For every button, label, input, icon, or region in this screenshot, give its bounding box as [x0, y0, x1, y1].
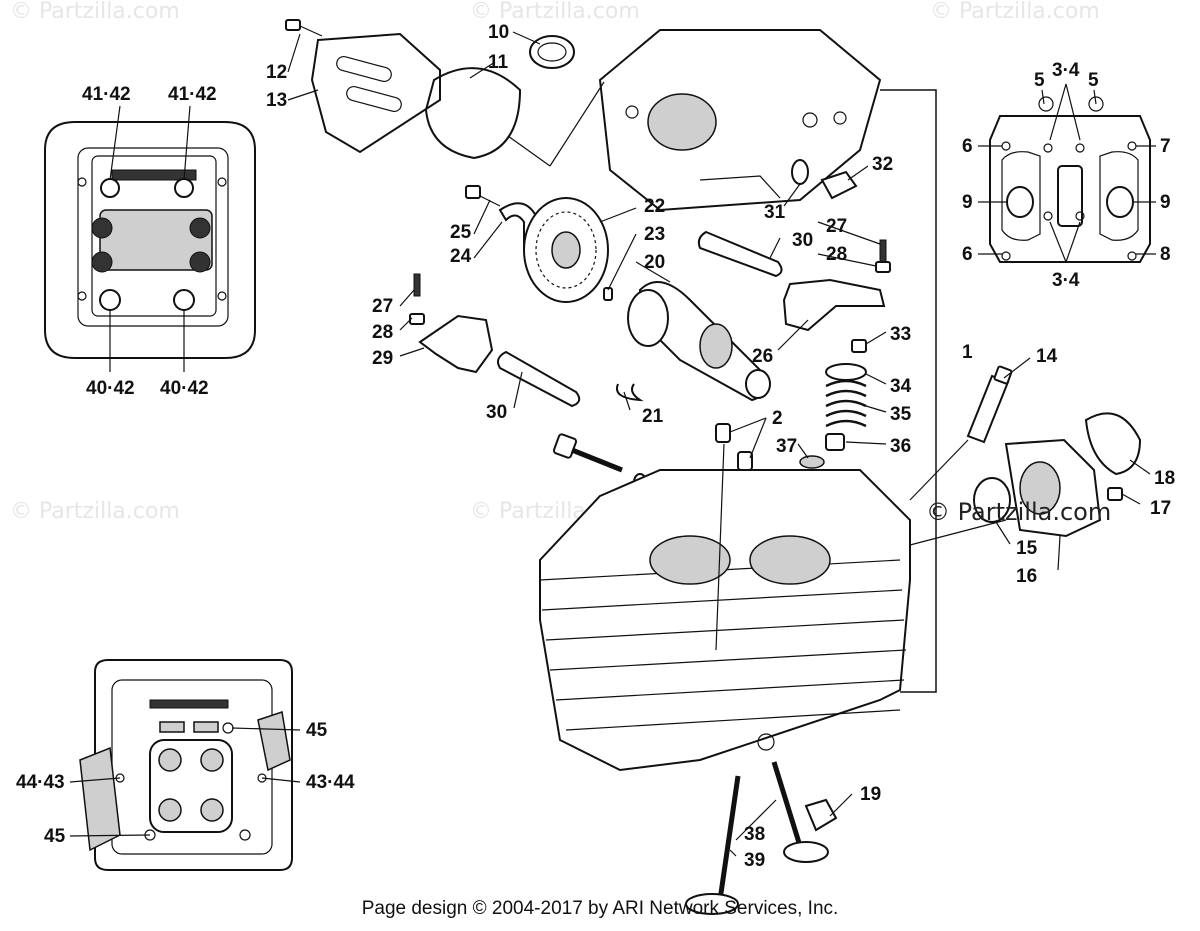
part-cam-sprocket	[523, 197, 609, 303]
inset-head-top-view	[44, 121, 256, 359]
callout-17: 17	[1150, 498, 1171, 519]
callout-6: 6	[962, 136, 973, 157]
callout-3-4: 3·4	[1052, 270, 1080, 291]
leader-lines	[69, 31, 1156, 857]
callout-9: 9	[1160, 192, 1171, 213]
callout-45: 45	[44, 826, 66, 847]
callout-24: 24	[450, 246, 472, 267]
callout-26: 26	[752, 346, 773, 367]
page-footer: Page design © 2004-2017 by ARI Network S…	[361, 898, 839, 919]
callout-21: 21	[642, 406, 664, 427]
part-valve-spring-assembly	[799, 339, 867, 469]
part-cylinder-head-cover	[598, 29, 882, 212]
part-camshaft	[627, 281, 771, 402]
part-dowel-pin	[603, 287, 613, 301]
part-intake-assembly	[973, 412, 1142, 538]
callout-11: 11	[488, 52, 509, 73]
callout-30: 30	[792, 230, 813, 251]
callout-12: 12	[266, 62, 287, 83]
callout-10: 10	[488, 22, 509, 43]
callout-41-42: 41·42	[168, 84, 217, 105]
callout-38: 38	[744, 824, 765, 845]
callout-32: 32	[872, 154, 893, 175]
part-valves	[685, 761, 829, 915]
watermark: © Partzilla.com	[10, 499, 180, 524]
callout-44-43: 44·43	[16, 772, 65, 793]
callout-labels: 1 2 10 11 12 13 14 15 16 17 18 19 20 21 …	[16, 22, 1175, 871]
callout-27: 27	[826, 216, 847, 237]
callout-29: 29	[372, 348, 393, 369]
callout-3-4: 3·4	[1052, 60, 1080, 81]
part-drain-plug	[804, 798, 838, 832]
part-spark-plug	[966, 365, 1013, 444]
callout-19: 19	[860, 784, 881, 805]
watermark-layer: © Partzilla.com © Partzilla.com © Partzi…	[10, 0, 1100, 524]
part-rocker-arm-right	[782, 239, 891, 332]
callout-15: 15	[1016, 538, 1038, 559]
inset-valve-cover-view	[989, 96, 1151, 263]
callout-9: 9	[962, 192, 973, 213]
callout-34: 34	[890, 376, 912, 397]
callout-41-42: 41·42	[82, 84, 131, 105]
callout-14: 14	[1036, 346, 1058, 367]
part-gasket-ring	[424, 67, 522, 160]
callout-27: 27	[372, 296, 393, 317]
part-rocker-arm-left	[409, 273, 494, 374]
callout-40-42: 40·42	[160, 378, 209, 399]
callout-6: 6	[962, 244, 973, 265]
inset-head-bottom-view	[79, 659, 293, 871]
callout-33: 33	[890, 324, 911, 345]
callout-20: 20	[644, 252, 665, 273]
callout-1: 1	[962, 342, 973, 363]
callout-2: 2	[772, 408, 783, 429]
callout-7: 7	[1160, 136, 1171, 157]
callout-36: 36	[890, 436, 911, 457]
watermark: © Partzilla.com	[10, 0, 180, 24]
callout-45: 45	[306, 720, 328, 741]
callout-39: 39	[744, 850, 765, 871]
part-dowels	[715, 423, 753, 471]
part-retaining-clip	[616, 383, 644, 402]
callout-8: 8	[1160, 244, 1171, 265]
callout-13: 13	[266, 90, 287, 111]
callout-43-44: 43·44	[306, 772, 355, 793]
partzilla-watermark: © Partzilla.com	[926, 498, 1111, 526]
part-plug	[791, 159, 858, 200]
part-rocker-shaft	[497, 230, 783, 408]
watermark: © Partzilla.com	[930, 0, 1100, 24]
callout-5: 5	[1088, 70, 1099, 91]
callout-37: 37	[776, 436, 797, 457]
part-cylinder-head	[539, 469, 911, 772]
callout-28: 28	[826, 244, 847, 265]
callout-5: 5	[1034, 70, 1045, 91]
callout-30: 30	[486, 402, 507, 423]
watermark: © Partzilla.com	[470, 0, 640, 24]
callout-22: 22	[644, 196, 665, 217]
part-valve-cover	[285, 19, 441, 154]
callout-28: 28	[372, 322, 393, 343]
callout-23: 23	[644, 224, 665, 245]
callout-16: 16	[1016, 566, 1037, 587]
part-cap	[529, 35, 575, 69]
bracket-assembly-1	[880, 89, 937, 693]
callout-25: 25	[450, 222, 472, 243]
callout-31: 31	[764, 202, 786, 223]
callout-35: 35	[890, 404, 912, 425]
callout-18: 18	[1154, 468, 1175, 489]
callout-40-42: 40·42	[86, 378, 135, 399]
